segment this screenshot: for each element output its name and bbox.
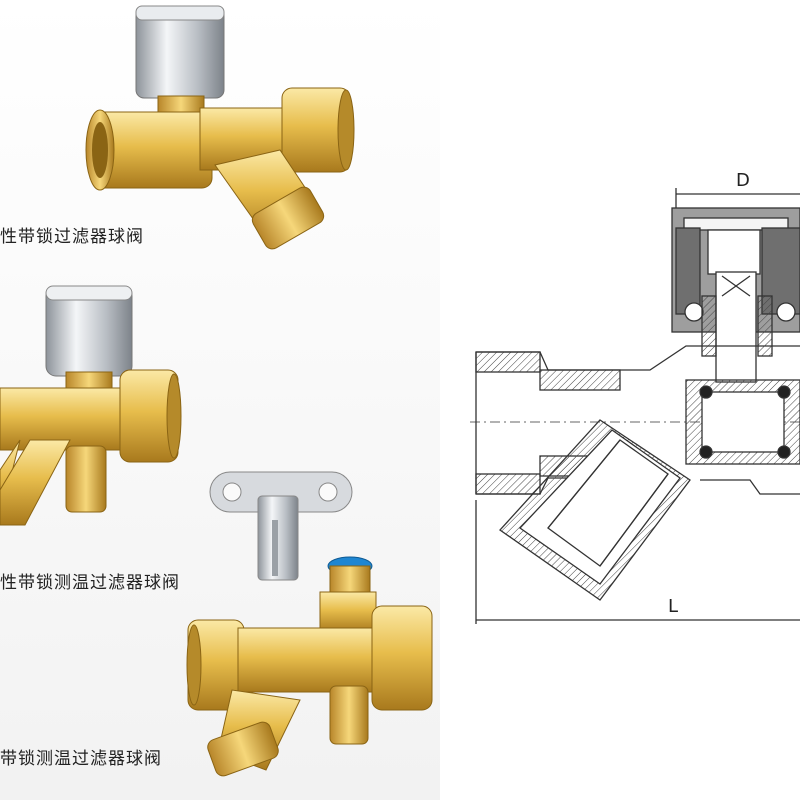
dimension-label-l: L: [668, 596, 679, 617]
product-caption-2: 性带锁测温过滤器球阀: [0, 573, 180, 593]
valve-photo-2: [0, 285, 182, 526]
dimension-label-d: D: [736, 170, 750, 191]
lock-key-photo: [209, 471, 353, 581]
valve-photo-1: [85, 5, 355, 250]
valve-photo-3: [186, 556, 433, 777]
valve-cross-section-drawing: [470, 188, 800, 624]
product-caption-3: 带锁测温过滤器球阀: [0, 749, 162, 769]
product-caption-1: 性带锁过滤器球阀: [0, 227, 144, 247]
